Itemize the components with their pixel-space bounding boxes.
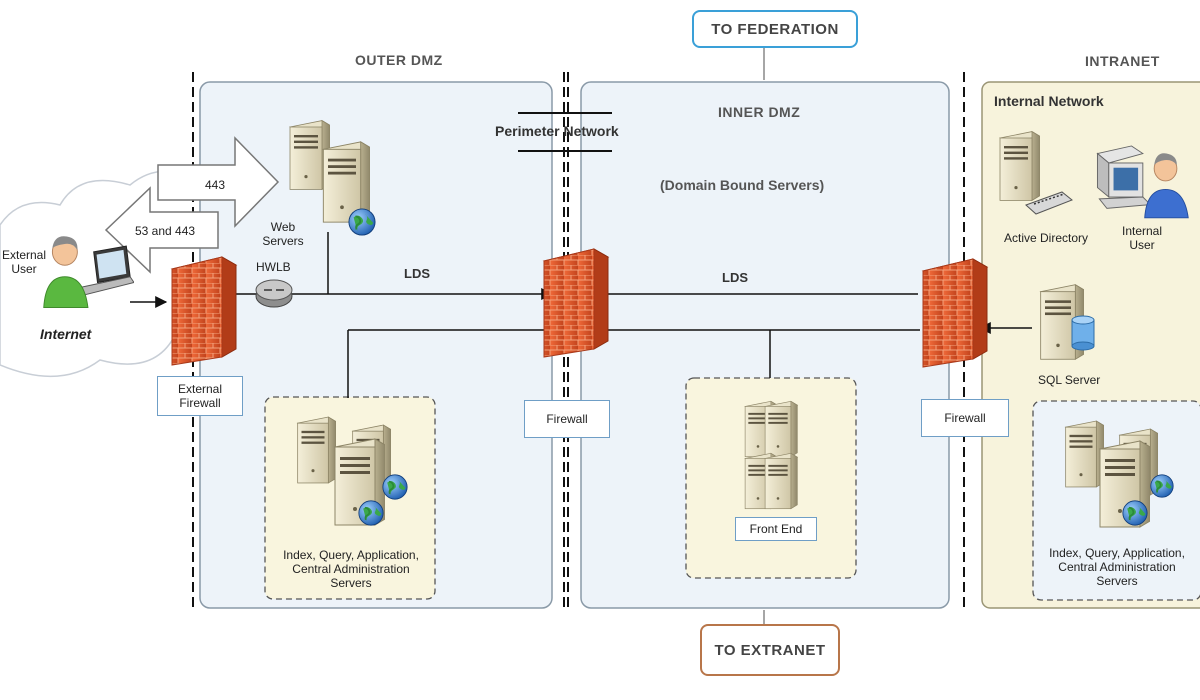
lds-label-outer: LDS <box>404 266 430 281</box>
to-federation-label: TO FEDERATION <box>711 20 839 38</box>
active-directory-label: Active Directory <box>1004 231 1089 245</box>
arrow-icon <box>104 186 219 274</box>
internal-network-title: Internal Network <box>994 93 1104 109</box>
globe-icon <box>1122 500 1148 526</box>
globe-icon <box>382 474 408 500</box>
inner-firewall-label: Firewall <box>524 400 610 438</box>
port-443-label: 443 <box>205 178 226 192</box>
globe-icon <box>348 208 376 236</box>
inner-dmz-title: INNER DMZ <box>718 104 801 120</box>
to-federation-connector: TO FEDERATION <box>692 10 858 48</box>
router-icon <box>1025 191 1073 215</box>
intranet-title: INTRANET <box>1085 53 1160 69</box>
perimeter-network-label: Perimeter Network <box>495 123 619 139</box>
globe-icon <box>358 500 384 526</box>
arrow-icon <box>157 136 280 228</box>
domain-bound-label: (Domain Bound Servers) <box>660 177 825 193</box>
firewall-icon <box>922 258 988 368</box>
firewall-icon <box>171 256 237 366</box>
to-extranet-connector: TO EXTRANET <box>700 624 840 676</box>
front-end-label: Front End <box>735 517 817 541</box>
server-icon <box>764 400 798 458</box>
firewall-icon <box>543 248 609 358</box>
sql-server-label: SQL Server <box>1038 373 1101 387</box>
port-53-443-label: 53 and 443 <box>135 224 196 238</box>
external-firewall-label: External Firewall <box>157 376 243 416</box>
server-icon <box>297 416 336 484</box>
database-icon <box>1071 315 1095 351</box>
intranet-farm-servers-label: Index, Query, Application, Central Admin… <box>1049 546 1185 588</box>
server-icon <box>764 452 798 510</box>
to-extranet-label: TO EXTRANET <box>714 641 826 659</box>
outer-farm-servers-label: Index, Query, Application, Central Admin… <box>283 548 419 590</box>
lds-label-inner: LDS <box>722 270 748 285</box>
server-icon <box>1065 420 1104 488</box>
intranet-firewall-label: Firewall <box>921 399 1009 437</box>
globe-icon <box>1150 474 1174 498</box>
server-icon <box>999 131 1040 201</box>
internet-label: Internet <box>40 326 92 342</box>
web-servers-label: Web Servers <box>262 220 304 248</box>
outer-dmz-title: OUTER DMZ <box>355 52 443 68</box>
external-user-label: External User <box>1 248 47 276</box>
hwlb-label: HWLB <box>256 260 291 274</box>
internal-user-label: Internal User <box>1121 224 1163 252</box>
